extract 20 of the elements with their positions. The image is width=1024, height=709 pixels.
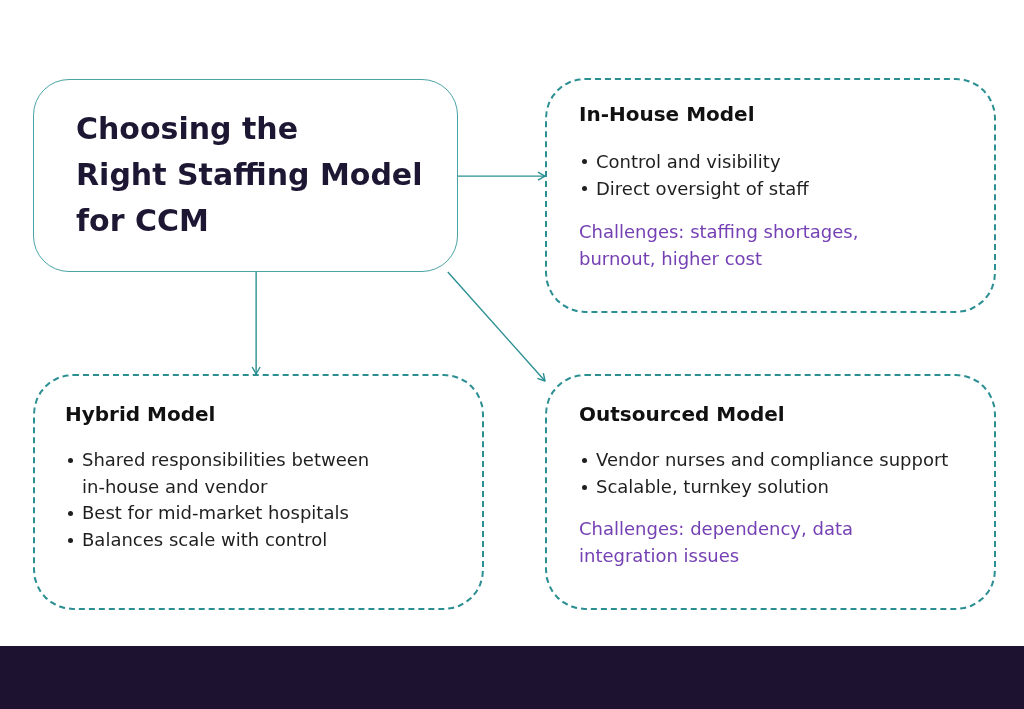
title-box	[33, 79, 458, 272]
bullet-item: Vendor nurses and compliance support	[579, 447, 984, 474]
model-card	[33, 374, 484, 610]
card-heading: In-House Model	[579, 102, 756, 126]
bullet-item: Control and visibility	[579, 148, 984, 175]
model-card	[545, 78, 996, 313]
model-card	[545, 374, 996, 610]
bullet-item: Balances scale with control	[65, 526, 472, 553]
card-heading: Hybrid Model	[65, 402, 217, 426]
arrow	[457, 171, 546, 181]
bullet-item: Direct oversight of staff	[579, 175, 984, 202]
title-text: Choosing the Right Staffing Model for CCM	[76, 110, 424, 240]
bullet-item: Best for mid-market hospitals	[65, 500, 472, 527]
bullet-item: Scalable, turnkey solution	[579, 473, 984, 500]
card-heading: Outsourced Model	[579, 402, 786, 426]
challenges-note: Challenges: staffing shortages, burnout, higher cost	[579, 220, 860, 271]
arrow	[447, 271, 546, 382]
arrow	[251, 271, 261, 375]
bullet-item: Shared responsibilities between in-house and vendor	[65, 447, 422, 500]
challenges-note: Challenges: dependency, data integration issues	[579, 517, 854, 568]
